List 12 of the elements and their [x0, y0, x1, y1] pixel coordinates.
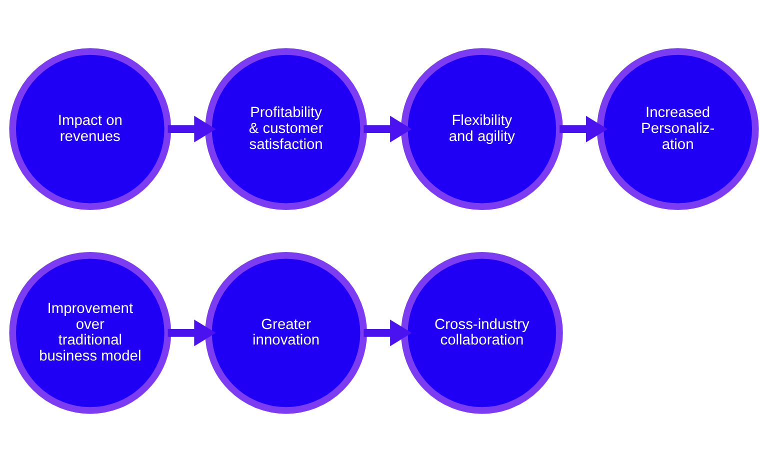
- node-circle: Cross-industry collaboration: [400, 251, 563, 414]
- arrow: [364, 115, 412, 142]
- node-circle: Flexibility and agility: [400, 48, 563, 210]
- arrow: [168, 319, 216, 346]
- arrow: [560, 115, 608, 142]
- node-circle: Profitability & customer satisfaction: [205, 48, 368, 210]
- arrow: [364, 319, 412, 346]
- node-circle: Impact on revenues: [9, 48, 172, 210]
- node-circle: Increased Personaliz- ation: [596, 48, 759, 210]
- arrow: [168, 115, 216, 142]
- node-circle: Greater innovation: [205, 251, 368, 414]
- node-circle: Improvement over traditional business model: [9, 251, 172, 414]
